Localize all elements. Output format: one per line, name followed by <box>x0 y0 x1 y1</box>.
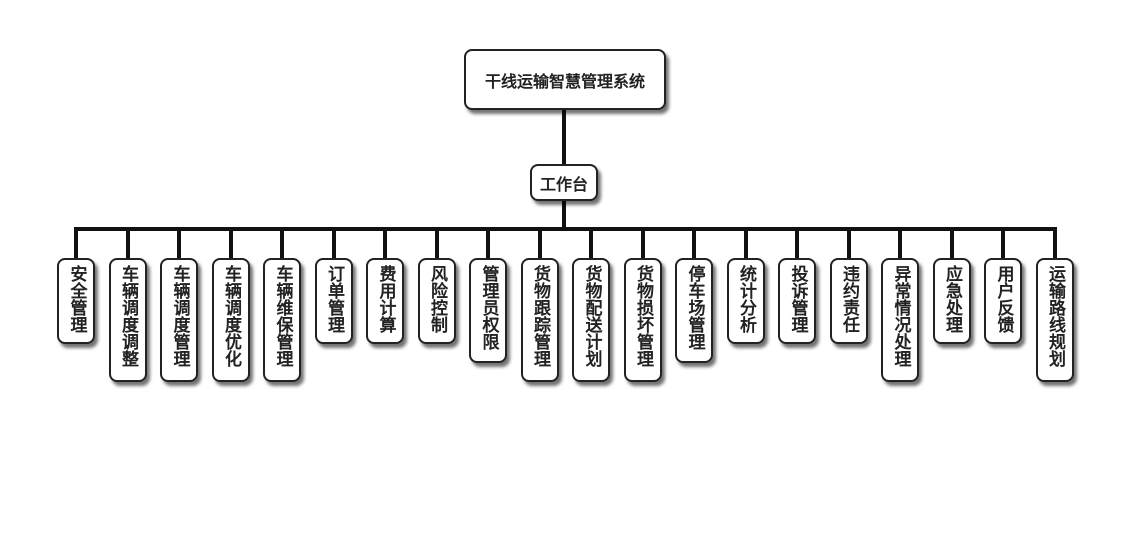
module-node: 异常情况处理 <box>881 258 919 382</box>
module-connector <box>280 227 284 258</box>
module-node: 车辆调度优化 <box>211 258 250 382</box>
module-node-label: 货物损坏管理 <box>633 265 653 367</box>
module-node-label: 统计分析 <box>736 265 756 333</box>
module-node-label: 投诉管理 <box>787 265 808 333</box>
module-node: 车辆维保管理 <box>263 258 301 382</box>
module-connector <box>692 227 696 258</box>
module-node: 投诉管理 <box>778 258 816 344</box>
module-node: 违约责任 <box>829 258 868 344</box>
hub-to-bus-connector <box>562 201 566 229</box>
hub-node: 工作台 <box>530 164 598 201</box>
module-connector <box>640 227 645 258</box>
module-node: 货物配送计划 <box>572 258 610 382</box>
module-connector <box>383 227 387 258</box>
module-connector <box>743 227 748 258</box>
module-node-label: 车辆调度调整 <box>118 265 138 367</box>
module-node-label: 订单管理 <box>324 265 344 333</box>
module-node: 运输路线规划 <box>1035 258 1074 382</box>
branch-bus-line <box>74 227 1057 231</box>
module-node-label: 异常情况处理 <box>890 265 911 367</box>
module-node-label: 安全管理 <box>66 265 87 333</box>
module-node: 安全管理 <box>57 258 95 344</box>
module-node-label: 用户反馈 <box>993 265 1014 333</box>
module-node-label: 应急处理 <box>942 265 962 333</box>
module-node: 停车场管理 <box>675 258 713 363</box>
module-connector <box>1052 227 1057 258</box>
module-node-label: 车辆调度优化 <box>221 265 241 367</box>
module-connector <box>177 227 181 258</box>
module-node-label: 管理员权限 <box>478 265 499 350</box>
module-node-label: 车辆维保管理 <box>272 265 293 367</box>
module-connector <box>1001 227 1005 258</box>
module-node: 应急处理 <box>932 258 971 344</box>
module-node-label: 风险控制 <box>427 265 447 333</box>
module-node: 风险控制 <box>417 258 456 344</box>
module-node: 车辆调度调整 <box>108 258 147 382</box>
module-node-label: 违约责任 <box>839 265 859 333</box>
module-node: 订单管理 <box>314 258 353 344</box>
module-connector <box>589 227 593 258</box>
module-connector <box>125 227 130 258</box>
module-connector <box>228 227 233 258</box>
module-connector <box>949 227 954 258</box>
module-connector <box>331 227 336 258</box>
module-node-label: 车辆调度管理 <box>169 265 190 367</box>
module-node-label: 货物配送计划 <box>581 265 602 367</box>
module-connector <box>537 227 542 258</box>
module-node: 管理员权限 <box>469 258 507 363</box>
module-connector <box>795 227 799 258</box>
root-node: 干线运输智慧管理系统 <box>464 49 666 110</box>
module-node: 车辆调度管理 <box>160 258 198 382</box>
module-node-label: 货物跟踪管理 <box>530 265 550 367</box>
module-node: 用户反馈 <box>984 258 1022 344</box>
module-node: 货物跟踪管理 <box>520 258 559 382</box>
module-connector <box>486 227 490 258</box>
root-to-hub-connector <box>562 110 566 164</box>
module-connector <box>434 227 439 258</box>
hub-node-label: 工作台 <box>539 174 588 194</box>
module-connector <box>74 227 78 258</box>
module-connector <box>898 227 902 258</box>
module-node: 货物损坏管理 <box>623 258 662 382</box>
module-node: 费用计算 <box>366 258 404 344</box>
module-node: 统计分析 <box>726 258 765 344</box>
module-connector <box>846 227 851 258</box>
module-node-label: 停车场管理 <box>684 265 705 350</box>
root-node-label: 干线运输智慧管理系统 <box>484 71 645 91</box>
module-node-label: 运输路线规划 <box>1045 265 1065 367</box>
module-node-label: 费用计算 <box>375 265 396 333</box>
